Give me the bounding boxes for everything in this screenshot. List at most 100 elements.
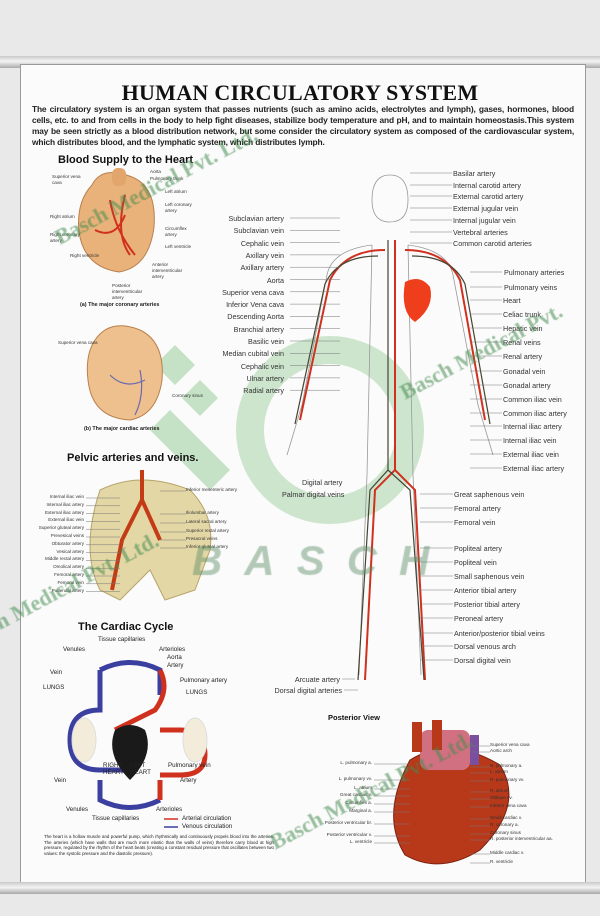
- body-left-label: Cephalic vein: [240, 238, 284, 248]
- posterior-right-label: Oblique vv.: [490, 795, 513, 800]
- pelvic-left-label: External iliac artery: [44, 509, 84, 515]
- coronary-label: Anterior interventricular artery: [152, 262, 183, 279]
- cardiac-cycle-label-pulmonary-artery: Pulmonary artery: [180, 677, 228, 684]
- foot-label: Dorsal digital arteries: [274, 686, 342, 695]
- body-right-label: Internal iliac vein: [503, 436, 557, 445]
- body-left-label: Ulnar artery: [246, 373, 284, 383]
- caption-coronary-arteries: (a) The major coronary arteries: [80, 302, 160, 308]
- legend-label: Venous circulation: [182, 823, 233, 830]
- body-right-label: Common carotid arteries: [453, 239, 532, 248]
- leg-label: Great saphenous vein: [454, 490, 525, 499]
- posterior-right-label: Aortic arch: [490, 748, 512, 753]
- body-left-label: Radial artery: [243, 386, 284, 396]
- posterior-right-label: Small cardiac v.: [490, 815, 523, 820]
- body-right-label: External jugular vein: [453, 204, 519, 213]
- posterior-left-label: Circumflex a.: [345, 800, 372, 805]
- pelvic-left-label: Middle rectal artery: [44, 556, 84, 562]
- posterior-left-label: Posterior ventricular v.: [326, 832, 372, 837]
- body-left-label: Descending Aorta: [227, 312, 284, 322]
- hand-label: Palmar digital veins: [282, 490, 345, 499]
- posterior-left-label: L. pulmonary a.: [340, 760, 372, 765]
- pelvic-right-label: Inferior mesenteric artery: [186, 487, 238, 492]
- posterior-left-label: L. pulmonary vv.: [338, 776, 372, 781]
- body-right-label: Common iliac artery: [503, 409, 567, 418]
- body-left-label: Subclavian artery: [228, 214, 284, 223]
- posterior-right-label: R. posterior interventricular aa.: [490, 836, 553, 841]
- pelvic-right-label: Inferior gluteal artery: [186, 544, 229, 549]
- body-left-label: Cephalic vein: [240, 361, 284, 371]
- leg-label: Peroneal artery: [454, 614, 504, 623]
- intro-text: The circulatory system is an organ syste…: [32, 104, 574, 147]
- right-lung: [182, 717, 208, 763]
- poster-title: HUMAN CIRCULATORY SYSTEM: [121, 80, 479, 105]
- body-right-label: Celiac trunk: [503, 310, 541, 319]
- pelvic-left-label: External iliac vein: [48, 517, 84, 523]
- posterior-left-label: Great cardiac v.: [339, 792, 372, 797]
- body-right-label: Heart: [503, 296, 521, 305]
- pelvic-left-label: Prevesical veins: [50, 533, 84, 538]
- posterior-right-label: R. coronary a.: [490, 822, 519, 827]
- pelvic-right-label: Iliolumbar artery: [186, 510, 219, 515]
- superior-vena-cava-illustration: [470, 735, 479, 765]
- cardiac-cycle-label-vein-top: Vein: [50, 669, 63, 676]
- posterior-right-label: R. ventricle: [490, 859, 513, 864]
- leg-label: Anterior/posterior tibial veins: [454, 629, 545, 638]
- pelvic-right-label: Presacral veins: [186, 536, 218, 541]
- cardiac-cycle-label-tissue-bottom: Tissue capillaries: [92, 815, 140, 822]
- body-right-label: Common iliac vein: [503, 395, 562, 404]
- cardiac-heart-illustration: [86, 325, 163, 421]
- pelvic-heading: Pelvic arteries and veins.: [67, 452, 199, 464]
- pelvic-right-label: Superior rectal artery: [186, 528, 229, 533]
- left-lung: [71, 717, 97, 763]
- coronary-label: Left atrium: [165, 189, 187, 194]
- pelvic-right-label: Lateral sacral artery: [186, 519, 227, 524]
- posterior-view-heading: Posterior View: [328, 713, 380, 722]
- cardiac-cycle-label-lungs-left: LUNGS: [43, 684, 65, 691]
- body-left-label: Aorta: [266, 275, 284, 285]
- body-right-label: Basilar artery: [453, 169, 496, 178]
- body-right-label: Internal iliac artery: [503, 422, 562, 431]
- caption-cardiac-arteries: (b) The major cardiac arteries: [84, 426, 160, 432]
- body-left-label: Axillary vein: [245, 250, 284, 260]
- coronary-label: Circumflex artery: [165, 226, 187, 237]
- cardiac-cycle-label-pulmonary-vein: Pulmonary vein: [168, 762, 211, 769]
- coronary-label: Posterior interventricular artery: [112, 283, 143, 300]
- body-left-label: Subclavian vein: [233, 226, 284, 236]
- posterior-left-label: L. atrium: [354, 785, 372, 790]
- blood-supply-heading: Blood Supply to the Heart: [58, 154, 194, 166]
- cardiac-cycle-label-aorta: Aorta: [167, 654, 182, 661]
- leg-label: Femoral artery: [454, 504, 501, 513]
- body-left-label: Inferior Vena cava: [226, 300, 284, 310]
- coronary-label: Right ventricle: [70, 253, 100, 258]
- cardiac-cycle-label-lungs-right: LUNGS: [186, 689, 208, 696]
- pelvic-left-label: Omolical artery: [53, 564, 84, 570]
- pelvic-left-label: Internal iliac artery: [46, 501, 84, 507]
- posterior-left-label: L. ventricle: [349, 839, 372, 844]
- atria-illustration: [420, 730, 470, 770]
- posterior-right-label: L. atrium: [490, 769, 508, 774]
- body-left-label: Median cubital vein: [222, 349, 284, 359]
- coronary-label: Right atrium: [50, 214, 75, 219]
- coronary-label: Superior vena cava: [52, 174, 81, 185]
- coronary-label: Right coronary artery: [50, 232, 80, 243]
- body-right-label: External iliac vein: [503, 450, 559, 459]
- leg-label: Anterior tibial artery: [454, 586, 517, 595]
- body-right-label: Pulmonary arteries: [504, 268, 565, 277]
- posterior-right-label: R. pulmonary vv.: [490, 777, 525, 782]
- aorta-illustration: [112, 168, 126, 186]
- posterior-left-label: Marginal a.: [349, 808, 372, 813]
- legend-label: Arterial circulation: [182, 815, 232, 822]
- leg-label: Posterior tibial artery: [454, 600, 520, 609]
- leg-label: Dorsal digital vein: [454, 656, 511, 665]
- body-left-label: Axillary artery: [240, 263, 284, 273]
- heart-illustration: [403, 278, 431, 322]
- coronary-label: Pulmonary trunk: [150, 176, 184, 181]
- body-right-label: External carotid artery: [453, 192, 524, 201]
- cardiac-cycle-heading: The Cardiac Cycle: [78, 621, 174, 633]
- body-right-label: Renal artery: [503, 352, 543, 361]
- foot-label: Arcuate artery: [294, 675, 340, 684]
- cardiac-cycle-paragraph: The heart is a hollow muscle and powerfu…: [44, 834, 274, 856]
- cardiac-cycle-label-vein-bottom: Vein: [54, 777, 67, 784]
- body-right-label: Vertebral arteries: [453, 228, 508, 237]
- vessel-stump: [432, 720, 442, 750]
